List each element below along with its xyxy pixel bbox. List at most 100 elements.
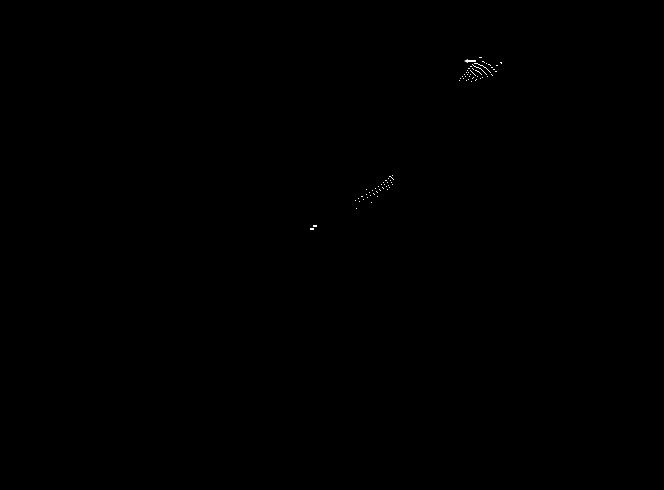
- speckle-pixel: [473, 65, 474, 66]
- speckle-pixel: [363, 199, 364, 200]
- speckle-pixel: [373, 193, 374, 194]
- arrow-bar: [467, 60, 476, 62]
- speckle-pixel: [482, 77, 483, 78]
- speckle-pixel: [483, 71, 484, 72]
- speckle-pixel: [477, 76, 478, 77]
- speckle-pixel: [478, 71, 479, 72]
- speckle-pixel: [382, 187, 383, 188]
- speckle-pixel: [477, 63, 478, 64]
- speckle-pixel: [496, 65, 497, 66]
- speckle-pixel: [475, 63, 476, 64]
- speckle-pixel: [480, 78, 481, 79]
- speckle-pixel: [492, 67, 493, 68]
- speckle-pixel: [366, 194, 367, 195]
- speckle-pixel: [470, 74, 471, 75]
- speckle-pixel: [383, 182, 384, 183]
- speckle-pixel: [390, 176, 391, 177]
- speckle-pixel: [493, 69, 494, 70]
- speckle-pixel: [359, 201, 360, 202]
- speckle-pixel: [491, 74, 492, 75]
- speckle-pixel: [478, 64, 479, 65]
- speckle-pixel: [468, 72, 469, 73]
- speckle-pixel: [370, 195, 371, 196]
- speckle-pixel: [473, 77, 474, 78]
- speckle-pixel: [386, 180, 387, 181]
- speckle-pixel: [466, 80, 467, 81]
- speckle-pixel: [459, 80, 460, 81]
- speckle-pixel: [475, 70, 476, 71]
- speckle-pixel: [393, 179, 394, 180]
- speckle-pixel: [482, 61, 483, 62]
- speckle-pixel: [374, 194, 375, 195]
- dash-segment: [310, 228, 314, 230]
- speckle-pixel: [377, 192, 378, 193]
- speckle-pixel: [487, 69, 488, 70]
- speckle-pixel: [474, 74, 475, 75]
- speckle-pixel: [471, 71, 472, 72]
- speckle-pixel: [473, 69, 474, 70]
- speckle-pixel: [381, 184, 382, 185]
- speckle-pixel: [387, 182, 388, 183]
- speckle-pixel: [490, 65, 491, 66]
- speckle-pixel: [486, 63, 487, 64]
- speckle-pixel: [501, 63, 502, 64]
- speckle-pixel: [358, 198, 359, 199]
- speckle-pixel: [380, 190, 381, 191]
- speckle-pixel: [390, 180, 391, 181]
- speckle-pixel: [488, 70, 489, 71]
- speckle-pixel: [488, 64, 489, 65]
- speckle-pixel: [375, 188, 376, 189]
- speckle-pixel: [479, 68, 480, 69]
- speckle-pixel: [387, 189, 388, 190]
- speckle-pixel: [383, 188, 384, 189]
- speckle-pixel: [477, 71, 478, 72]
- speckle-pixel: [487, 76, 488, 77]
- speckle-pixel: [376, 191, 377, 192]
- speckle-pixel: [478, 67, 479, 68]
- speckle-pixel: [474, 66, 475, 67]
- speckle-pixel: [389, 187, 390, 188]
- speckle-pixel: [486, 68, 487, 69]
- speckle-pixel: [463, 78, 464, 79]
- speckle-pixel: [480, 68, 481, 69]
- speckle-pixel: [391, 182, 392, 183]
- speckle-pixel: [480, 57, 481, 58]
- speckle-pixel: [472, 64, 473, 65]
- speckle-pixel: [485, 73, 486, 74]
- speckle-pixel: [467, 74, 468, 75]
- speckle-pixel: [388, 185, 389, 186]
- speckle-pixel: [474, 63, 475, 64]
- speckle-pixel: [362, 196, 363, 197]
- speckle-pixel: [378, 186, 379, 187]
- speckle-pixel: [389, 176, 390, 177]
- speckle-pixel: [483, 61, 484, 62]
- speckle-pixel: [484, 62, 485, 63]
- speckle-pixel: [367, 197, 368, 198]
- speckle-pixel: [484, 67, 485, 68]
- arrow-head: [464, 59, 468, 63]
- speckle-pixel: [471, 81, 472, 82]
- speckle-pixel: [475, 80, 476, 81]
- speckle-pixel: [476, 79, 477, 80]
- speckle-pixel: [464, 74, 465, 75]
- speckle-pixel: [355, 200, 356, 201]
- speckle-pixel: [472, 78, 473, 79]
- speckle-pixel: [469, 68, 470, 69]
- speckle-pixel: [369, 192, 370, 193]
- speckle-pixel: [479, 64, 480, 65]
- speckle-pixel: [388, 178, 389, 179]
- speckle-pixel: [482, 70, 483, 71]
- speckle-pixel: [481, 65, 482, 66]
- speckle-pixel: [481, 57, 482, 58]
- speckle-pixel: [391, 177, 392, 178]
- speckle-pixel: [386, 186, 387, 187]
- speckle-pixel: [392, 178, 393, 179]
- speckle-pixel: [472, 72, 473, 73]
- speckle-pixel: [497, 65, 498, 66]
- speckle-pixel: [472, 68, 473, 69]
- speckle-pixel: [496, 71, 497, 72]
- speckle-pixel: [392, 184, 393, 185]
- speckle-pixel: [476, 67, 477, 68]
- speckle-pixel: [486, 74, 487, 75]
